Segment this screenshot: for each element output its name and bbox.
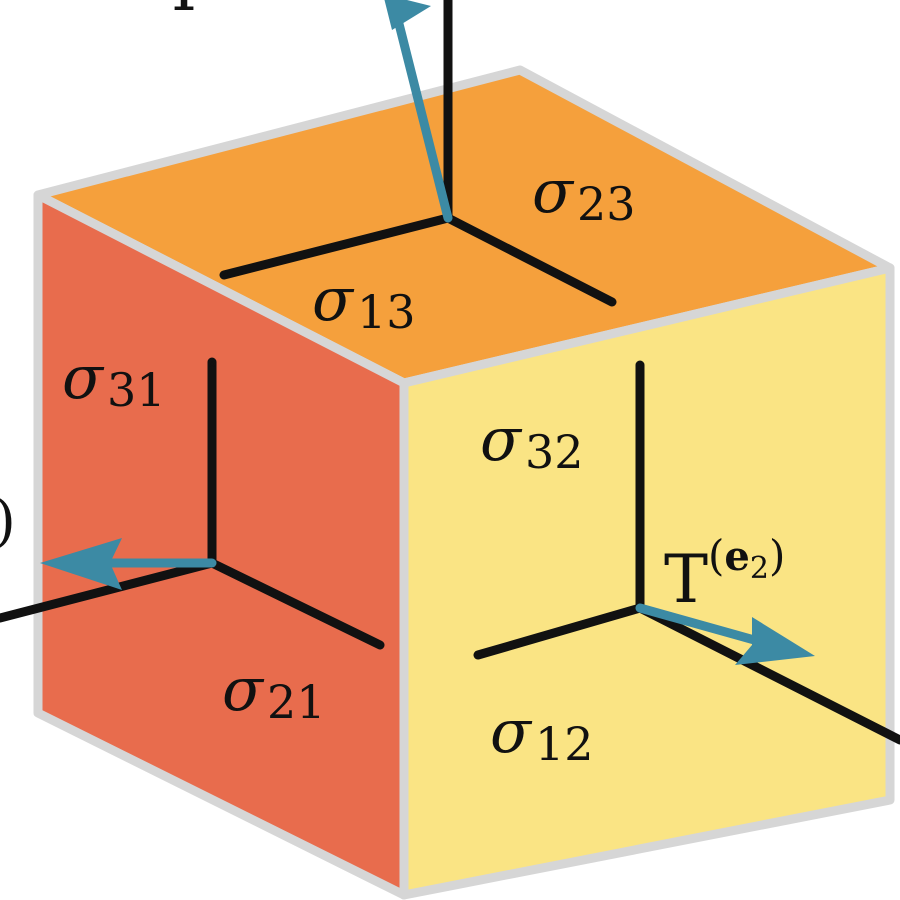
sigma-21-arrow bbox=[207, 558, 385, 650]
sigma-23-arrow bbox=[443, 213, 617, 307]
traction-e3-arrow bbox=[384, 0, 453, 223]
top-face-arrows bbox=[219, 0, 617, 307]
left-face-arrows bbox=[0, 357, 385, 650]
sigma-23-label: σ23 bbox=[532, 157, 636, 231]
traction-e2-arrow bbox=[635, 603, 815, 665]
axis-2-line bbox=[635, 603, 900, 745]
right-face-arrows bbox=[473, 360, 900, 745]
cube-right-face bbox=[399, 263, 895, 900]
sigma-32-label: σ32 bbox=[480, 405, 584, 479]
sigma-12-label: σ12 bbox=[490, 697, 594, 771]
traction-e1-label-fragment: ) bbox=[0, 489, 16, 554]
axis-1-line bbox=[0, 558, 217, 623]
sigma-21-label: σ21 bbox=[222, 655, 326, 729]
traction-e3-label-fragment: T bbox=[162, 0, 206, 26]
sigma-31-label: σ31 bbox=[62, 343, 166, 417]
traction-e2-label: T(e2) bbox=[664, 531, 785, 618]
sigma-13-label: σ13 bbox=[312, 265, 416, 339]
sigma-13-arrow bbox=[219, 213, 453, 280]
sigma-12-arrow bbox=[473, 603, 645, 660]
traction-e1-arrow bbox=[40, 538, 217, 590]
